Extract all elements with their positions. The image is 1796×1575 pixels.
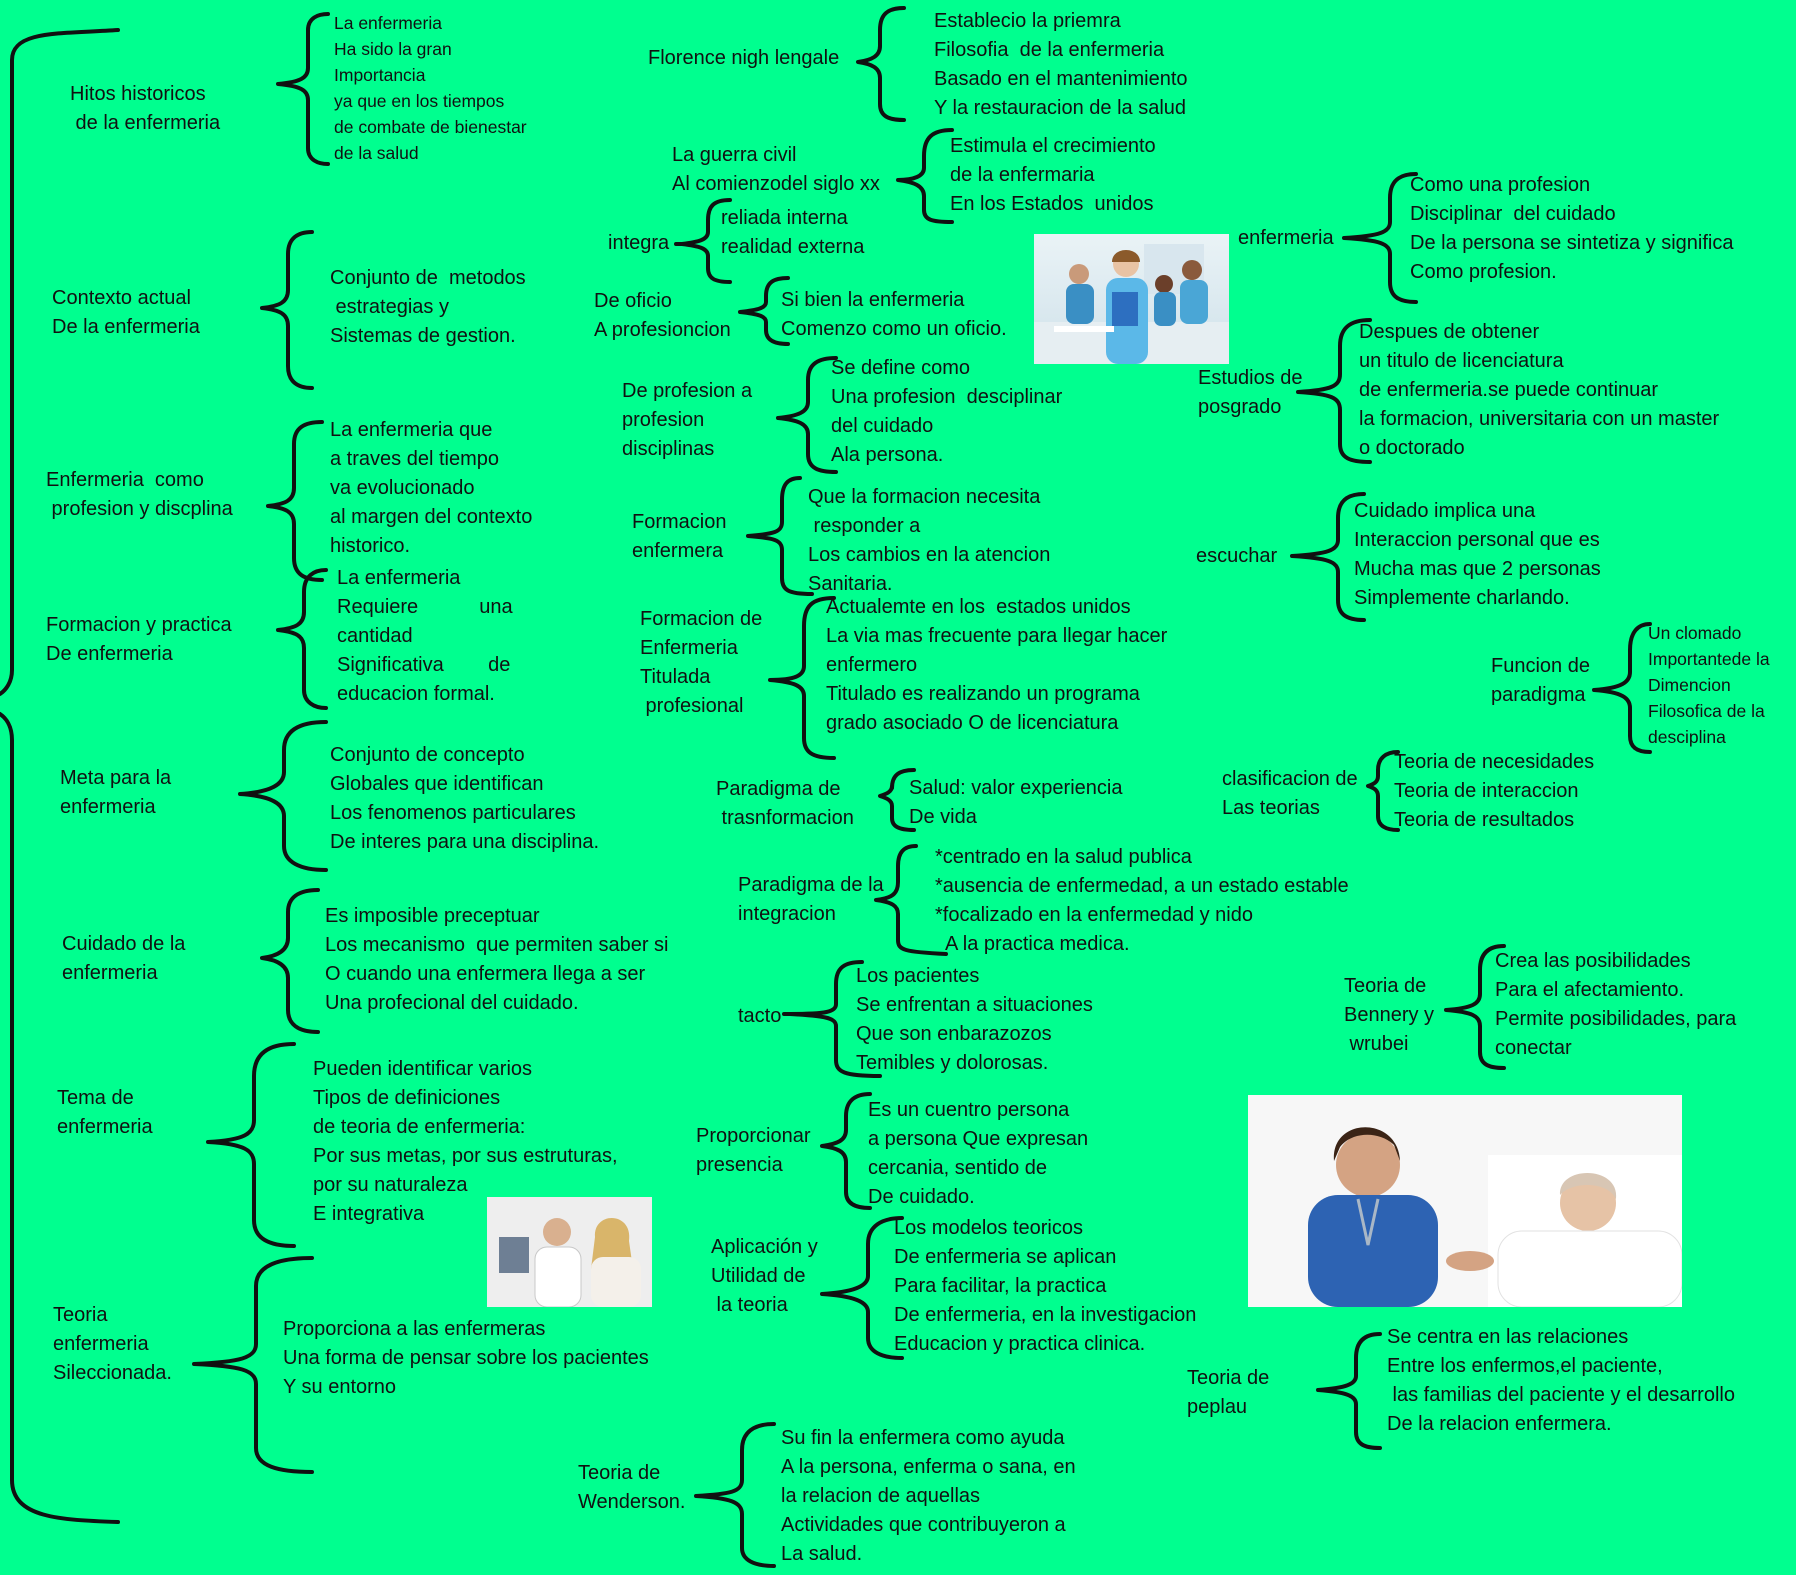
doctor-consultation-photo [487,1197,652,1307]
brace-aplicacion [820,1216,904,1360]
node-oficio-desc: Si bien la enfermeria Comenzo como un of… [781,289,1007,340]
node-enfermeria: enfermeria [1238,227,1334,249]
node-cuidado-desc: Es imposible preceptuar Los mecanismo qu… [325,905,669,1014]
node-tema: Tema de enfermeria [57,1087,153,1138]
node-guerra: La guerra civil Al comienzodel siglo xx [672,144,880,195]
node-wenderson: Teoria de Wenderson. [578,1462,686,1513]
brace-clasificacion [1366,750,1400,832]
nurse-with-patient-photo [1248,1095,1682,1307]
node-meta-desc: Conjunto de concepto Globales que identi… [330,744,600,853]
node-florence-desc: Establecio la priemra Filosofia de la en… [934,10,1188,119]
node-formacion-enf: Formacion enfermera [632,511,727,562]
node-integracion: Paradigma de la integracion [738,874,884,925]
brace-peplau [1316,1332,1382,1450]
node-contexto: Contexto actual De la enfermeria [52,287,200,338]
nurse-team-illustration [1034,244,1229,364]
node-tema-desc: Pueden identificar varios Tipos de defin… [313,1058,618,1225]
node-integracion-desc: *centrado en la salud publica *ausencia … [935,846,1349,955]
brace-integracion [874,844,948,956]
brace-meta [238,720,328,872]
node-posgrado: Estudios de posgrado [1198,367,1303,418]
node-teoria-sel: Teoria enfermeria Sileccionada. [53,1304,172,1384]
node-titulada: Formacion de Enfermeria Titulada profesi… [640,608,763,717]
brace-formacion-enf [746,476,814,596]
brace-prof-disc [266,420,324,582]
brace-oficio [738,276,790,346]
node-paradigma-fn: Funcion de paradigma [1491,655,1590,706]
brace-enfermeria [1342,172,1418,304]
node-presencia-desc: Es un cuentro persona a persona Que expr… [868,1099,1089,1208]
node-integra: integra [608,232,670,254]
node-integra-desc: reliada interna realidad externa [721,207,865,258]
node-peplau-desc: Se centra en las relaciones Entre los en… [1387,1326,1735,1435]
node-hitos-desc: La enfermeria Ha sido la gran Importanci… [334,13,527,163]
brace-posgrado [1296,318,1372,464]
node-cuidado: Cuidado de la enfermeria [62,933,186,984]
nurse-with-patient-illustration [1248,1095,1682,1307]
node-tacto-desc: Los pacientes Se enfrentan a situaciones… [856,965,1093,1074]
brace-wenderson [694,1422,776,1568]
node-prof-a-prof: De profesion a profesion disciplinas [622,380,753,460]
node-meta: Meta para la enfermeria [60,767,172,818]
node-guerra-desc: Estimula el crecimiento de la enfermaria… [950,135,1156,215]
node-paradigma-fn-desc: Un clomado Importantede la Dimencion Fil… [1648,623,1770,747]
node-aplicacion-desc: Los modelos teoricos De enfermeria se ap… [894,1217,1197,1355]
node-clasificacion: clasificacion de Las teorias [1222,768,1358,819]
node-teoria-sel-desc: Proporciona a las enfermeras Una forma d… [283,1318,649,1398]
brace-trans [878,768,916,832]
main-brace-top [0,28,120,696]
nurse-team-photo [1034,234,1229,364]
node-peplau: Teoria de peplau [1187,1367,1270,1418]
node-presencia: Proporcionar presencia [696,1125,811,1176]
brace-formacion-practica [276,568,328,710]
node-hitos: Hitos historicos de la enfermeria [70,83,221,134]
node-prof-disc: Enfermeria como profesion y discplina [46,469,233,520]
node-aplicacion: Aplicación y Utilidad de la teoria [711,1236,818,1316]
brace-tema [206,1042,296,1248]
node-florence: Florence nigh lengale [648,47,840,69]
node-wenderson-desc: Su fin la enfermera como ayuda A la pers… [781,1427,1076,1565]
node-prof-a-prof-desc: Se define como Una profesion desciplinar… [831,357,1063,466]
node-prof-disc-desc: La enfermeria que a traves del tiempo va… [330,419,533,557]
node-trans: Paradigma de trasnformacion [716,778,854,829]
node-escuchar-desc: Cuidado implica una Interaccion personal… [1354,500,1601,609]
node-formacion-enf-desc: Que la formacion necesita responder a Lo… [808,486,1051,595]
main-brace-bottom [0,712,120,1524]
brace-florence [856,6,906,122]
node-enfermeria-desc: Como una profesion Disciplinar del cuida… [1410,174,1734,283]
node-titulada-desc: Actualemte en los estados unidos La via … [826,596,1168,734]
brace-escuchar [1290,492,1366,622]
node-tacto: tacto [738,1005,782,1027]
node-clasificacion-desc: Teoria de necesidades Teoria de interacc… [1394,751,1595,831]
node-formacion-practica: Formacion y practica De enfermeria [46,614,232,665]
node-formacion-practica-desc: La enfermeria Requiere una cantidad Sign… [337,567,513,705]
brace-hitos [276,12,330,166]
brace-titulada [768,596,836,760]
node-posgrado-desc: Despues de obtener un titulo de licencia… [1359,321,1720,459]
brace-paradigma-fn [1592,622,1652,754]
brace-guerra [896,128,954,224]
brace-bennery [1444,944,1506,1070]
brace-prof-a-prof [776,356,838,474]
node-oficio: De oficio A profesioncion [594,290,731,341]
node-bennery: Teoria de Bennery y wrubei [1344,975,1435,1055]
brace-teoria-sel [192,1256,314,1474]
brace-presencia [820,1092,872,1210]
doctor-consultation-illustration [487,1197,652,1307]
brace-cuidado [260,888,320,1034]
node-escuchar: escuchar [1196,545,1278,567]
node-trans-desc: Salud: valor experiencia De vida [909,777,1123,828]
brace-contexto [260,230,314,390]
node-bennery-desc: Crea las posibilidades Para el afectamie… [1495,950,1737,1059]
node-contexto-desc: Conjunto de metodos estrategias y Sistem… [330,267,526,347]
